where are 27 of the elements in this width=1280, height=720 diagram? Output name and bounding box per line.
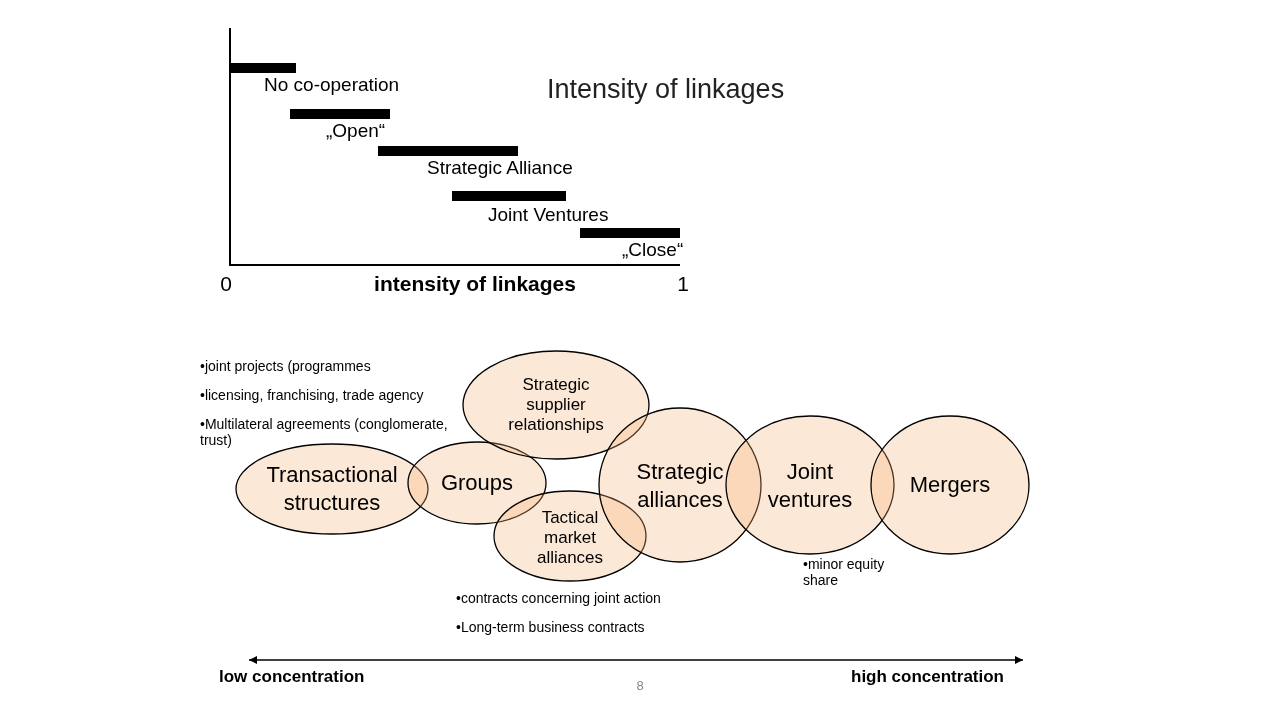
ellipse-label: Groups [440,469,514,497]
note-text: •minor equity share [803,556,886,588]
title: Intensity of linkages [547,73,785,106]
note-text: •contracts concerning joint action [456,590,661,606]
ellipse-label: Strategic alliances [636,458,724,514]
bar-label: No co-operation [264,74,400,96]
scale-end-label: low concentration [219,667,365,687]
ellipse-label: Strategic supplier relationships [508,375,604,435]
scale-end-label: high concentration [851,667,1004,687]
bar-label: „Close“ [622,239,684,261]
axis-title: intensity of linkages [374,272,576,296]
note-text: •licensing, franchising, trade agency [200,387,424,403]
category-ellipse [462,350,650,460]
bar-label: „Open“ [326,120,386,142]
bar-label: Strategic Alliance [427,157,573,179]
note-text: •Long-term business contracts [456,619,645,635]
note-text: •joint projects (programmes [200,358,371,374]
bar-label: Joint Ventures [488,204,609,226]
tick-label: 0 [220,272,232,296]
tick-label: 1 [677,272,689,296]
ellipse-label: Joint ventures [767,458,853,514]
note-text: •Multilateral agreements (conglomerate, trust) [200,416,449,448]
ellipse-label: Mergers [909,471,991,499]
page-number: 8 [636,678,644,693]
category-ellipse [870,415,1030,555]
ellipse-label: Transactional structures [266,461,398,517]
ellipse-label: Tactical market alliances [536,508,604,568]
